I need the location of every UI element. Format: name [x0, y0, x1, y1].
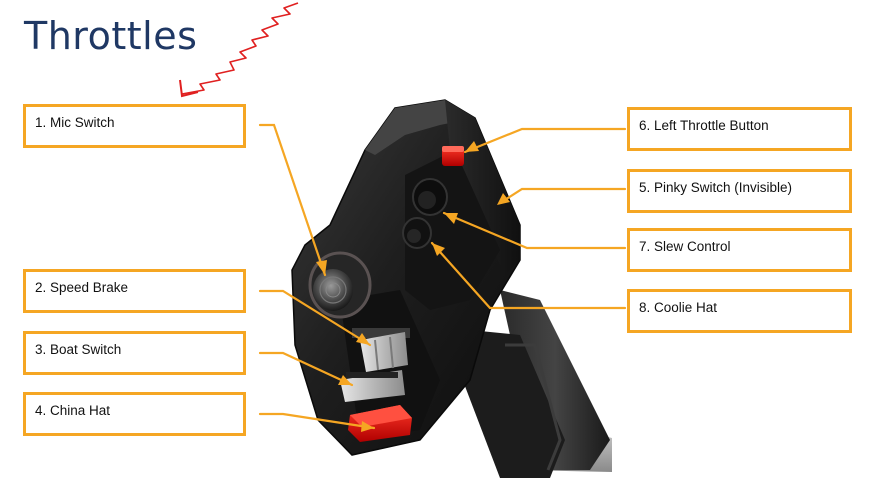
leader-left-throttle	[463, 127, 627, 154]
callout-label: 1. Mic Switch	[35, 115, 115, 130]
callout-speed-brake: 2. Speed Brake	[23, 269, 246, 313]
callout-mic-switch: 1. Mic Switch	[23, 104, 246, 148]
leader-boat-switch	[258, 351, 354, 387]
arrowhead-china-hat	[361, 421, 374, 432]
slew-control-knob	[402, 217, 432, 249]
left-throttle-button	[442, 146, 464, 166]
arrowhead-left-throttle	[465, 141, 479, 152]
callout-china-hat: 4. China Hat	[23, 392, 246, 436]
arrowhead-pinky-switch	[497, 193, 510, 205]
annotation-arrowhead	[179, 79, 199, 98]
leader-mic-switch	[258, 123, 327, 277]
arrowhead-coolie-hat	[432, 243, 445, 256]
arrowhead-boat-switch	[338, 375, 352, 385]
speed-brake-switch	[352, 328, 410, 372]
china-hat-button	[348, 405, 412, 442]
annotation-scribble	[181, 2, 299, 95]
leader-china-hat	[258, 412, 376, 430]
callout-label: 4. China Hat	[35, 403, 111, 418]
callout-label: 5. Pinky Switch (Invisible)	[639, 180, 793, 195]
callout-label: 3. Boat Switch	[35, 342, 122, 357]
throttle-grip-side	[445, 100, 520, 275]
callout-boat-switch: 3. Boat Switch	[23, 331, 246, 375]
callout-label: 6. Left Throttle Button	[639, 118, 769, 133]
callout-coolie-hat: 8. Coolie Hat	[627, 289, 852, 333]
callout-slew-control: 7. Slew Control	[627, 228, 852, 272]
leader-slew-control	[442, 211, 627, 250]
arrowhead-slew-control	[444, 213, 458, 224]
leader-speed-brake	[258, 289, 372, 347]
arrowhead-speed-brake	[356, 333, 370, 345]
pinky-switch-knob	[412, 178, 448, 216]
leader-pinky-switch	[498, 187, 627, 205]
callout-pinky-switch: 5. Pinky Switch (Invisible)	[627, 169, 852, 213]
callout-label: 8. Coolie Hat	[639, 300, 718, 315]
throttle-arm-front	[455, 330, 565, 478]
arrowhead-mic-switch	[316, 260, 327, 275]
throttle-arm-rear	[500, 290, 610, 470]
leader-coolie-hat	[430, 241, 627, 310]
callout-label: 7. Slew Control	[639, 239, 731, 254]
callout-label: 2. Speed Brake	[35, 280, 129, 295]
slide-title: Throttles	[24, 14, 198, 58]
boat-switch	[340, 370, 405, 402]
callout-left-throttle-button: 6. Left Throttle Button	[627, 107, 852, 151]
